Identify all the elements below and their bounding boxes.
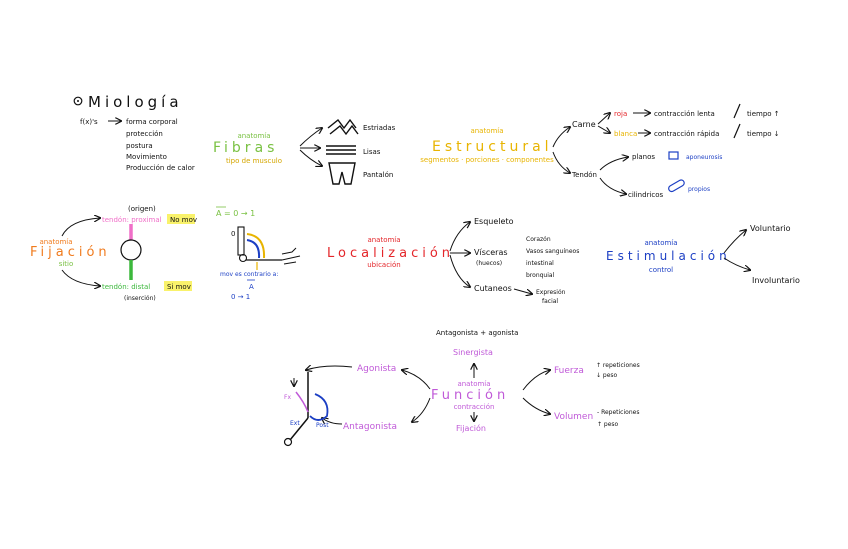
fijacion-title: Fijación <box>30 245 111 260</box>
localizacion-subtitle: ubicación <box>367 261 400 269</box>
propios-label: propios <box>688 186 710 193</box>
fijacion-subtitle: sitio <box>59 260 74 268</box>
bullet-icon <box>73 96 83 106</box>
fx-label: Fx <box>284 394 291 401</box>
estructural-title: Estructural <box>432 139 553 155</box>
striated-fiber-icon <box>327 118 359 136</box>
expresion-label: Expresión <box>536 289 566 296</box>
cilindricos-label: cilindricos <box>628 191 664 199</box>
smooth-fiber-icon <box>326 145 356 155</box>
fibras-item: Lisas <box>363 148 381 156</box>
no-mov-highlight <box>167 214 195 224</box>
fuerza-item: ↑ repeticiones <box>596 362 640 369</box>
f-label: f(x)'s <box>80 118 98 126</box>
pantalon-fiber-icon <box>328 162 356 185</box>
estructural-anatomia: anatomía <box>470 127 503 135</box>
estructural-subtitle: segmentos · porciones · componentes <box>420 156 554 164</box>
aponeurosis-icon <box>668 151 679 160</box>
fijacion-anatomia: anatomía <box>39 238 72 246</box>
voluntario-label: Voluntario <box>750 224 791 233</box>
joint-icon <box>283 437 293 447</box>
ext-label: Ext <box>290 420 300 427</box>
miologia-block: Miología f(x)'s forma corporal protecció… <box>73 93 195 172</box>
vector-mov-label: mov es contrario a: <box>220 271 278 278</box>
vector-block: A = 0 → 1 0 mov es contrario a: A 0 → 1 <box>216 206 301 301</box>
vector-zero-label: 0 <box>231 230 235 238</box>
cutaneos-label: Cutaneos <box>474 284 512 293</box>
sinergista-label: Sinergista <box>453 348 493 357</box>
miologia-function: Producción de calor <box>126 164 195 172</box>
cylinder-tendon-icon <box>668 179 685 193</box>
fijacion-func-label: Fijación <box>456 423 486 433</box>
hand-icon <box>281 247 301 265</box>
roja-tiempo: tiempo ↑ <box>747 110 780 118</box>
fibras-item: Pantalón <box>363 171 393 179</box>
miologia-function: forma corporal <box>126 118 178 126</box>
visceras-label: Vísceras <box>474 248 508 257</box>
facial-label: facial <box>542 298 558 305</box>
volumen-label: Volumen <box>554 412 593 422</box>
vector-a-label: A <box>249 283 254 291</box>
estimulacion-title: Estimulación <box>606 249 731 263</box>
localizacion-title: Localización <box>327 246 454 261</box>
fibras-item: Estriadas <box>363 124 396 132</box>
localizacion-anatomia: anatomía <box>367 236 400 244</box>
fijacion-block: anatomía Fijación sitio (origen) tendón:… <box>30 205 197 302</box>
fibras-block: anatomía Fibras tipo de musculo Estriada… <box>213 118 396 185</box>
viscera-item: Corazón <box>526 236 551 243</box>
estimulacion-subtitle: control <box>649 266 673 274</box>
fibras-title: Fibras <box>213 140 278 156</box>
bone-icon <box>237 226 245 256</box>
tendon-label: Tendón <box>571 171 597 179</box>
origen-label: (origen) <box>128 205 156 213</box>
estimulacion-anatomia: anatomía <box>644 239 677 247</box>
volumen-item: ↑ peso <box>597 421 619 428</box>
involuntario-label: Involuntario <box>752 276 800 285</box>
miologia-function: postura <box>126 142 153 150</box>
esqueleto-label: Esqueleto <box>474 217 514 226</box>
si-mov-label: Si mov <box>167 283 191 291</box>
carne-label: Carne <box>572 120 596 129</box>
distal-label: tendón: distal <box>102 283 150 291</box>
agonista-label: Agonista <box>357 364 396 374</box>
aponeurosis-label: aponeurosis <box>686 154 722 161</box>
planos-label: planos <box>632 153 655 161</box>
funcion-anatomia: anatomía <box>457 380 490 388</box>
miologia-function: protección <box>126 130 163 138</box>
miologia-title: Miología <box>88 93 183 111</box>
funcion-title: Función <box>431 388 509 403</box>
viscera-item: bronquial <box>526 272 555 279</box>
post-label: Post <box>316 422 329 429</box>
no-mov-label: No mov <box>170 216 197 224</box>
fuerza-label: Fuerza <box>554 366 584 376</box>
vector-bottom-label: 0 → 1 <box>231 293 250 301</box>
estimulacion-block: anatomía Estimulación control Voluntario… <box>606 224 800 285</box>
roja-label: roja <box>614 110 627 118</box>
estructural-block: anatomía Estructural segmentos · porcion… <box>420 103 780 199</box>
fibras-anatomia: anatomía <box>237 132 270 140</box>
fuerza-item: ↓ peso <box>596 372 618 379</box>
roja-desc: contracción lenta <box>654 110 715 118</box>
funcion-block: Antagonista + agonista Sinergista anatom… <box>283 329 640 447</box>
funcion-heading: Antagonista + agonista <box>436 329 518 337</box>
blanca-desc: contracción rápida <box>654 130 719 138</box>
insercion-label: (inserción) <box>124 295 156 302</box>
viscera-item: intestinal <box>526 260 554 267</box>
viscera-item: Vasos sanguíneos <box>526 248 579 255</box>
funcion-subtitle: contracción <box>454 403 495 411</box>
miologia-function: Movimiento <box>126 153 167 161</box>
blanca-label: blanca <box>614 130 637 138</box>
huecos-label: (huecos) <box>476 260 502 267</box>
muscle-belly-icon <box>120 239 142 261</box>
blanca-tiempo: tiempo ↓ <box>747 130 780 138</box>
proximal-label: tendón: proximal <box>102 216 162 224</box>
fibras-subtitle: tipo de musculo <box>226 157 282 165</box>
volumen-item: - Repeticiones <box>597 409 639 416</box>
si-mov-highlight <box>164 281 192 291</box>
vector-top-label: A = 0 → 1 <box>216 209 255 218</box>
antagonista-label: Antagonista <box>343 422 397 432</box>
localizacion-block: anatomía Localización ubicación Esquelet… <box>327 217 579 305</box>
